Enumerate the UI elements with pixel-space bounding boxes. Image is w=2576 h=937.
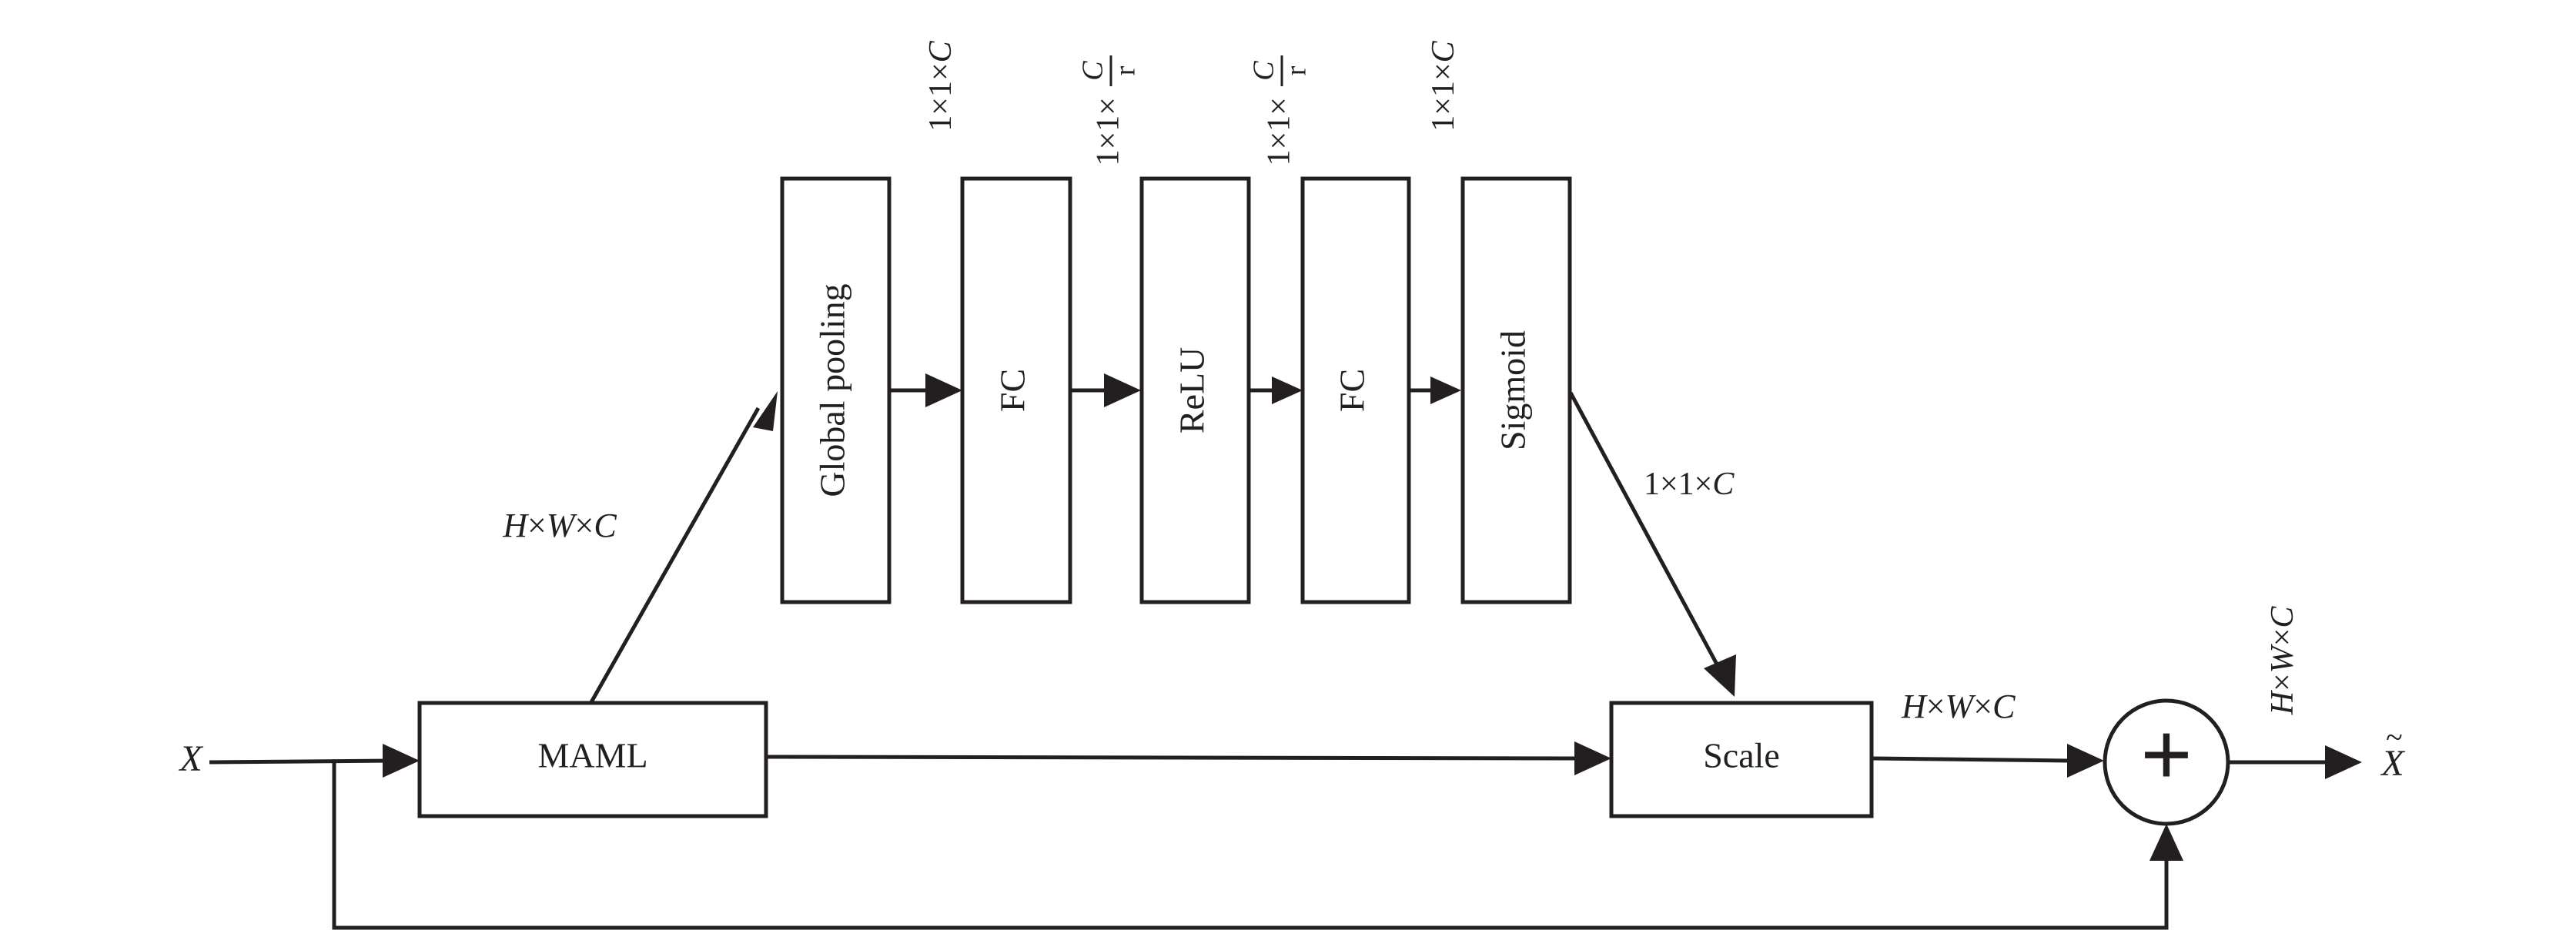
sum-output-dim-label: H×W×C <box>2265 606 2300 716</box>
arrowhead-scale-top-input <box>1704 654 1736 697</box>
arrowhead-fc2-input <box>1272 376 1303 404</box>
relu-output-dim-prefix: 1×1× <box>1262 97 1297 166</box>
pool-output-dim-label: 1×1×C <box>923 40 958 131</box>
fc2-label: FC <box>1333 369 1372 412</box>
arrowhead-adder-bottom-input <box>2149 824 2183 861</box>
relu-output-dim-label: 1×1× C r <box>1248 55 1313 166</box>
arrowhead-output <box>2325 745 2362 779</box>
adder-plus-symbol: + <box>2140 704 2193 806</box>
relu-output-dim-denominator: r <box>1280 65 1313 75</box>
arrowheads <box>383 373 2362 861</box>
arrowhead-scale-left-input <box>1574 741 1611 775</box>
wire-skip-connection <box>332 762 2169 930</box>
sigmoid-block: Sigmoid <box>1460 176 1572 604</box>
maml-block: MAML <box>417 701 768 818</box>
global-pooling-block: Global pooling <box>780 176 892 604</box>
wire-maml-to-scale <box>765 755 1587 761</box>
relu-output-dim-numerator: C <box>1248 61 1280 81</box>
scale-block: Scale <box>1609 701 1874 818</box>
relu-block: ReLU <box>1139 176 1251 604</box>
adder-node: + <box>2103 698 2230 826</box>
fc1-output-dim-numerator: C <box>1077 61 1109 81</box>
output-x-symbol: X <box>2380 743 2405 784</box>
fc1-label: FC <box>993 369 1032 412</box>
arrowhead-global-pooling-input <box>753 391 778 431</box>
connections <box>209 388 2325 930</box>
arrowhead-relu-input <box>1104 373 1141 407</box>
arrowhead-adder-left-input <box>2067 744 2104 778</box>
maml-output-dim-label: H×W×C <box>502 507 617 544</box>
global-pooling-label: Global pooling <box>813 283 852 497</box>
fc1-output-dim-denominator: r <box>1109 65 1142 75</box>
sigmoid-label: Sigmoid <box>1494 330 1533 450</box>
arrowhead-maml-input <box>383 744 420 778</box>
output-x-tilde-label: X ~ <box>2380 720 2405 784</box>
input-x-label: X <box>178 738 203 779</box>
wire-scale-to-adder <box>1872 756 2068 763</box>
arrowhead-sigmoid-input <box>1430 376 1461 404</box>
scale-label: Scale <box>1703 736 1780 775</box>
arrowhead-fc1-input <box>925 373 962 407</box>
output-tilde-accent: ~ <box>2386 720 2403 755</box>
wire-sigmoid-to-scale <box>1568 391 1722 671</box>
wire-maml-to-global-pooling <box>589 407 761 704</box>
fc1-output-dim-label: 1×1× C r <box>1077 55 1142 166</box>
fc1-output-dim-prefix: 1×1× <box>1091 97 1126 166</box>
relu-label: ReLU <box>1173 347 1212 433</box>
sigmoid-output-dim-label: 1×1×C <box>1644 467 1735 502</box>
fc2-output-dim-label: 1×1×C <box>1426 40 1461 131</box>
scale-output-dim-label: H×W×C <box>1901 688 2016 725</box>
maml-label: MAML <box>537 736 647 775</box>
fc2-block: FC <box>1300 176 1411 604</box>
wire-input-to-maml <box>209 758 395 765</box>
fc1-block: FC <box>960 176 1072 604</box>
